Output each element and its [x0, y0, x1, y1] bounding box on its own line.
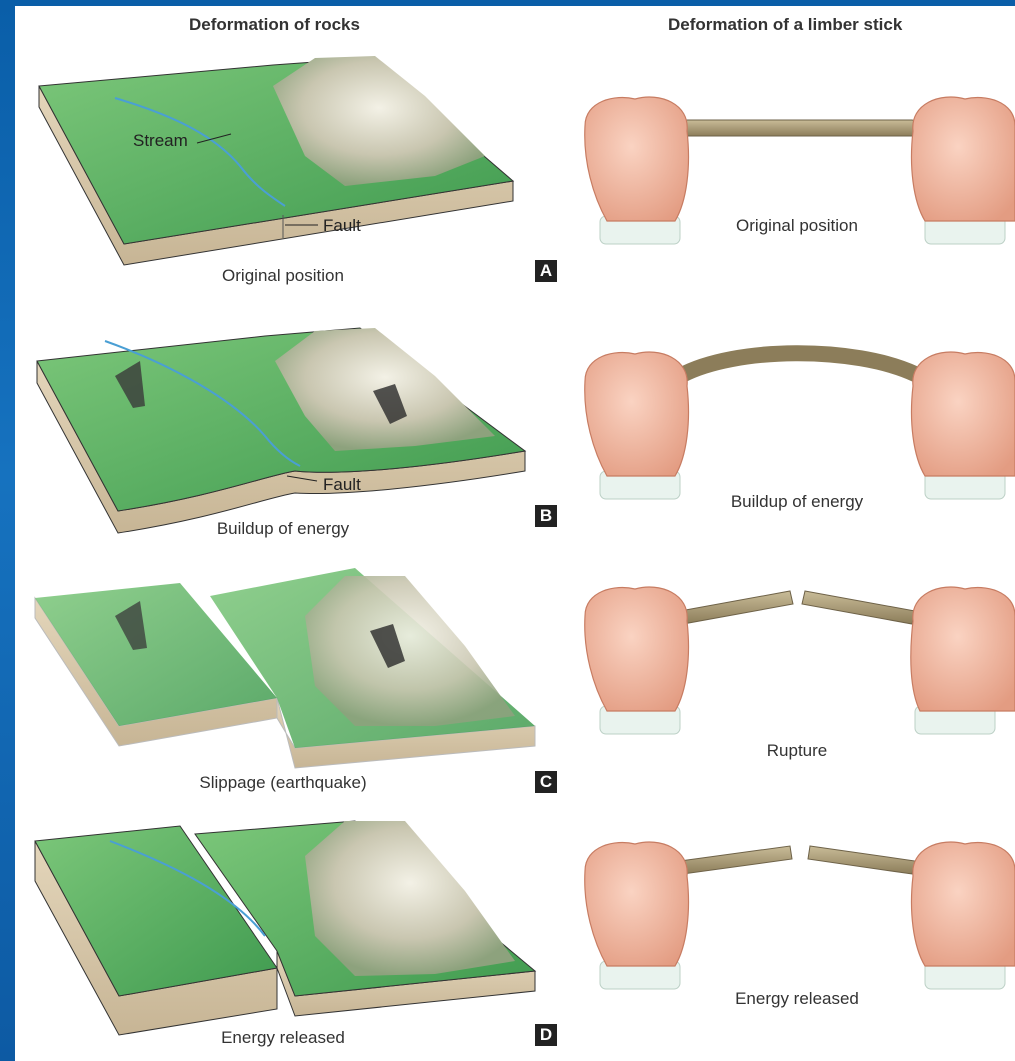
stick-a-rod [675, 120, 915, 136]
stick-c-rod-left [680, 591, 793, 624]
rock-caption-c: Slippage (earthquake) [199, 773, 366, 793]
stick-d-rod-right [808, 846, 915, 874]
block-diagram-d [35, 821, 535, 1035]
block-c-mountain [305, 576, 515, 726]
stick-figure-b [585, 352, 1015, 499]
rock-caption-a: Original position [222, 266, 344, 286]
stick-b-rod [680, 353, 915, 376]
heading-stick: Deformation of a limber stick [668, 15, 902, 35]
stick-d-rod-left [680, 846, 792, 874]
stick-a-left-fist [585, 97, 689, 221]
stick-caption-a: Original position [736, 216, 858, 236]
figure-panel: Deformation of rocks Deformation of a li… [15, 6, 1015, 1061]
stick-caption-d: Energy released [735, 989, 859, 1009]
stick-caption-c: Rupture [767, 741, 827, 761]
fault-b-label: Fault [323, 475, 361, 495]
stick-c-right-fist [911, 587, 1015, 711]
stick-d-left-fist [585, 842, 689, 966]
rock-caption-b: Buildup of energy [217, 519, 349, 539]
panel-badge-a: A [535, 260, 557, 282]
stick-figure-c [585, 587, 1015, 734]
stick-figure-d [585, 842, 1015, 989]
block-d-mountain [305, 821, 515, 976]
heading-rocks: Deformation of rocks [189, 15, 360, 35]
panel-badge-d: D [535, 1024, 557, 1046]
stick-d-right-fist [912, 842, 1015, 966]
stream-label: Stream [133, 131, 188, 151]
panel-badge-b: B [535, 505, 557, 527]
stick-caption-b: Buildup of energy [731, 492, 863, 512]
figure-artwork [15, 6, 1015, 1061]
stick-b-right-fist [912, 352, 1015, 476]
panel-badge-c: C [535, 771, 557, 793]
stick-c-left-fist [585, 587, 689, 711]
block-diagram-c [35, 568, 535, 768]
rock-caption-d: Energy released [221, 1028, 345, 1048]
fault-a-label: Fault [323, 216, 361, 236]
block-diagram-b [37, 328, 525, 533]
stick-c-rod-right [802, 591, 915, 624]
stick-a-right-fist [912, 97, 1015, 221]
block-diagram-a [39, 56, 513, 265]
stick-b-left-fist [585, 352, 689, 476]
